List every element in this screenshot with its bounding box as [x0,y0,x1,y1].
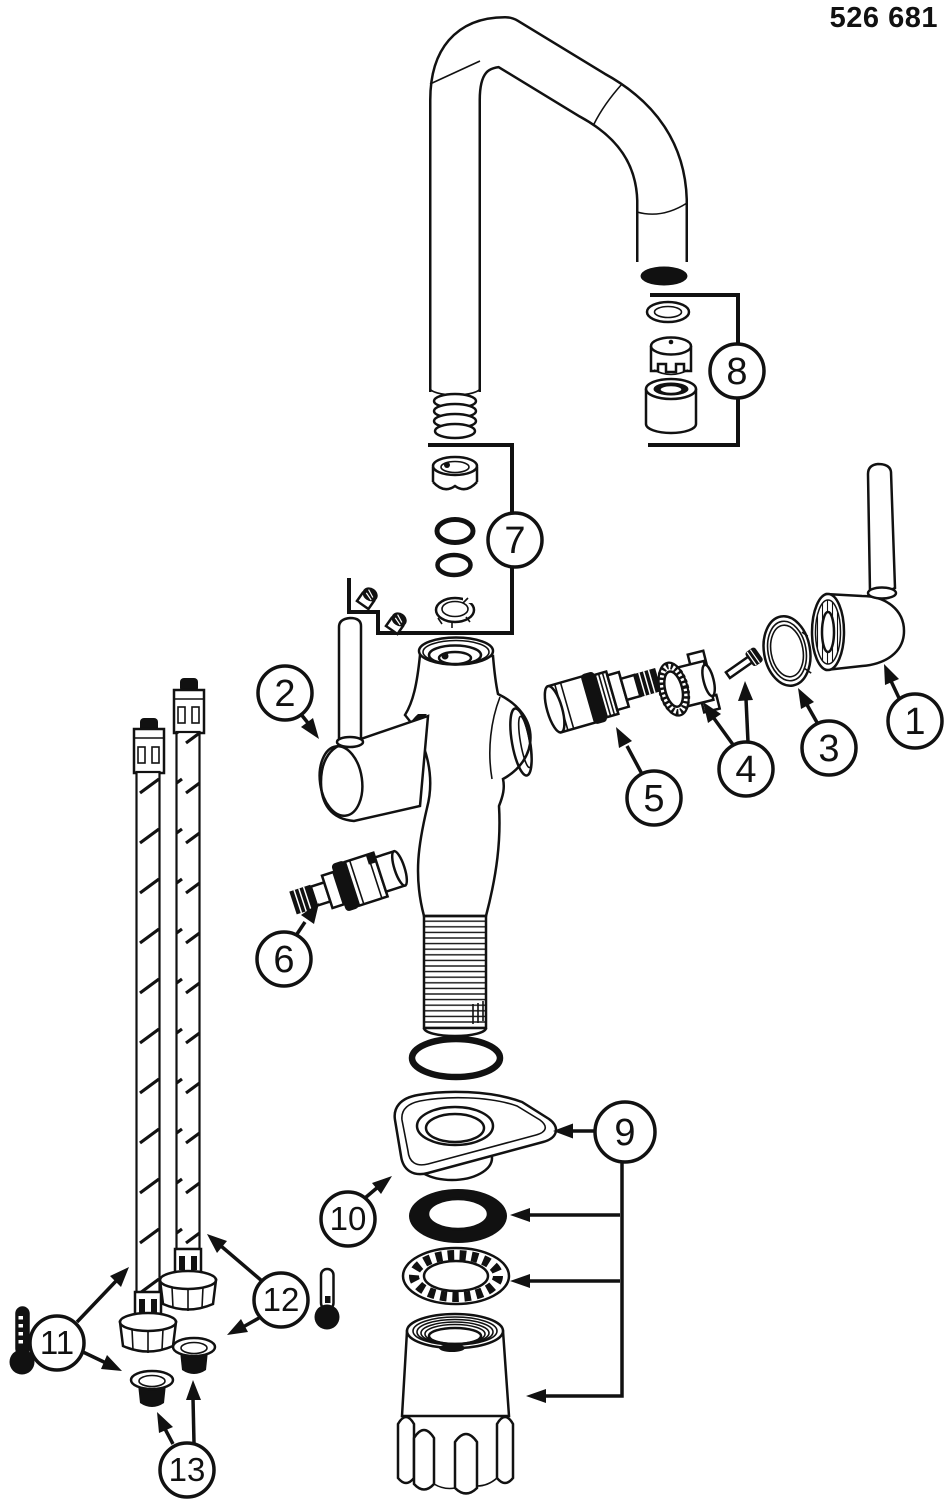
mounting-nut [396,1312,515,1495]
spout-assembly [429,16,688,440]
spout-tailpiece [432,392,478,440]
callout-12: 12 [252,1271,310,1329]
callout-7-label: 7 [504,520,525,562]
o-ring-small [435,552,473,578]
callout-9-leader [510,1123,624,1403]
spout-socket [417,636,495,666]
escutcheon-plate [393,1090,558,1182]
callout-2-label: 2 [274,673,295,715]
callout-10: 10 [319,1190,377,1248]
o-ring-large [434,517,476,545]
split-ring [434,596,476,628]
callout-8-label: 8 [726,351,747,393]
callout-10-label: 10 [330,1200,367,1237]
callout-7: 7 [486,511,544,569]
aerator-insert [649,336,693,376]
callout-1-label: 1 [904,701,925,743]
callout-3: 3 [800,719,858,777]
lock-washer [401,1246,511,1306]
spout-outlet-tip [640,266,688,286]
callout-1: 1 [886,692,944,750]
hose-seal-right [171,1336,217,1374]
aerator-washer [645,300,691,324]
callout-1-arrow [884,664,901,699]
trim-ring [762,615,812,687]
callout-10-arrow [363,1176,392,1200]
callout-2: 2 [256,664,314,722]
handle-rod [866,462,897,595]
callout-5: 5 [625,769,683,827]
callout-8: 8 [708,342,766,400]
supply-hose-hot [118,718,178,1353]
gland-bushing [431,455,479,491]
hose-nut-hot [118,1311,178,1353]
callout-2-arrow [298,711,319,739]
spout-seal-kit-group [347,443,514,636]
hot-thermometer-icon [9,1306,35,1375]
callout-4-label: 4 [735,749,756,791]
callout-11-label: 11 [40,1324,74,1361]
mounting-nut-lobes [396,1415,515,1495]
callout-13-label: 13 [169,1451,206,1488]
callout-4-arrows [703,681,753,748]
faucet-body [318,616,533,1081]
callout-11: 11 [28,1314,86,1372]
handle-hub [319,714,430,823]
hose-nut-cold [158,1269,218,1311]
grub-screw-1 [355,587,378,611]
base-o-ring [408,1035,504,1081]
aerator-housing [644,377,698,435]
cartridge-adapter [657,649,722,717]
callout-5-label: 5 [643,778,664,820]
callout-13-arrows [157,1380,201,1445]
supply-hose-cold [158,678,218,1311]
handle-lever-rod [337,616,363,744]
callout-9-label: 9 [614,1112,635,1154]
side-cartridge [543,667,662,734]
callout-3-label: 3 [818,728,839,770]
callout-3-arrow [798,688,821,727]
grub-screw-2 [384,612,407,636]
callout-11-arrows [75,1267,129,1371]
part-number: 526 681 [829,2,938,34]
cold-thermometer-icon [314,1267,340,1330]
callout-4: 4 [717,740,775,798]
callout-6-label: 6 [273,939,294,981]
callout-13: 13 [158,1441,216,1499]
handle [810,462,906,672]
callout-9: 9 [593,1100,657,1164]
callout-12-label: 12 [263,1281,300,1318]
threaded-shank [422,914,488,1038]
lower-cartridge [289,849,409,915]
callout-5-arrow [616,727,644,775]
hose-seal-left [129,1369,175,1407]
rubber-washer [409,1189,507,1243]
callout-12-arrows [207,1234,264,1335]
callout-6: 6 [255,930,313,988]
handle-screw [724,647,763,680]
